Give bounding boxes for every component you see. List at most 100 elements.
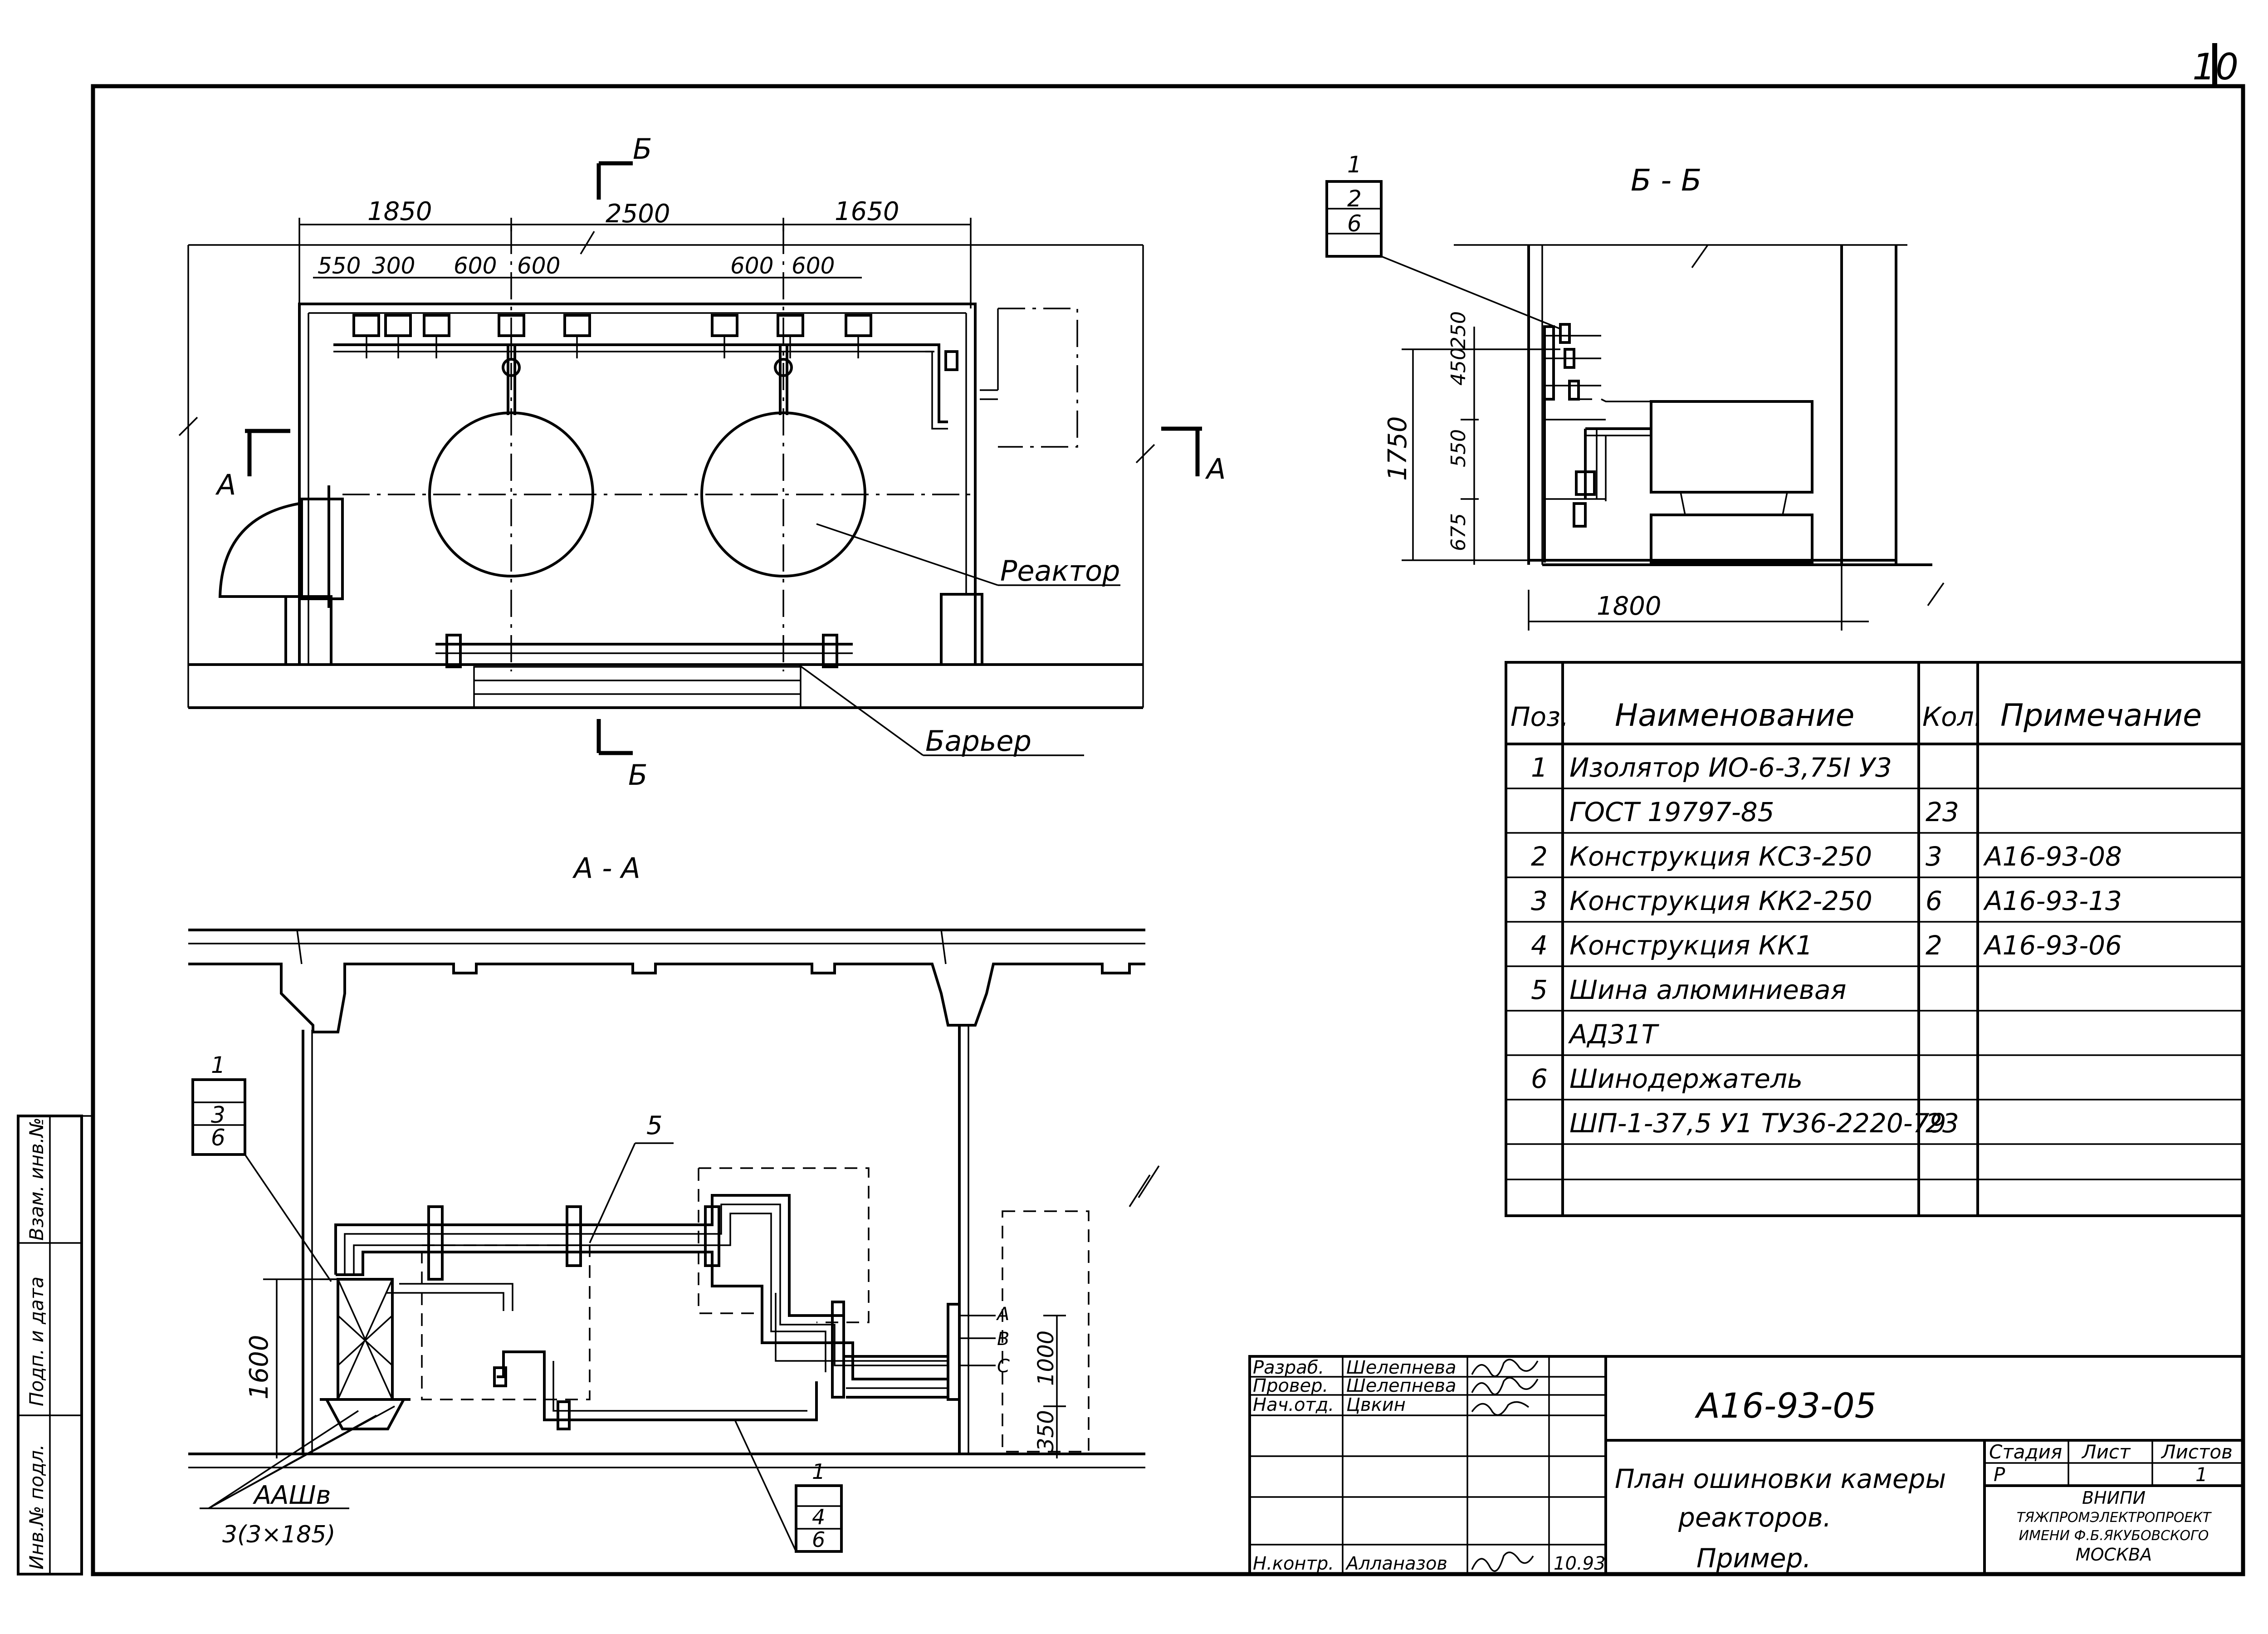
org-line-2: ТЯЖПРОМЭЛЕКТРОПРОЕКТ	[2017, 1510, 2212, 1526]
title-role-name: Алланазов	[1345, 1553, 1447, 1574]
title-role-date: 10.93	[1554, 1553, 1606, 1574]
title-block: Разраб.ШелепневаПровер.ШелепневаНач.отд.…	[1248, 1355, 2244, 1575]
aa-dim-1600: 1600	[244, 1335, 274, 1399]
stage-value: Р	[1994, 1463, 2005, 1486]
section-aa: А - А	[188, 851, 1160, 1553]
spec-cell-qty: 6	[1926, 885, 1942, 916]
spec-cell-pos: 6	[1531, 1063, 1548, 1094]
section-bb-title: Б - Б	[1631, 163, 1701, 198]
spec-cell-note: А16-93-06	[1983, 930, 2122, 961]
spec-header-name: Наименование	[1615, 698, 1854, 734]
title-role: Н.контр.	[1253, 1553, 1334, 1574]
phase-c: С	[997, 1356, 1010, 1377]
section-mark-b-top: Б	[633, 132, 652, 166]
bb-dim-675: 675	[1447, 513, 1470, 551]
signature-3	[1471, 1401, 1530, 1416]
aa-label-5: 5	[646, 1111, 663, 1140]
signature-4	[1471, 1551, 1534, 1572]
cable-mark: ААШв	[253, 1481, 331, 1510]
aa-callout-6: 6	[211, 1125, 225, 1151]
aa-dim-1000: 1000	[1033, 1331, 1059, 1386]
aa-callout-3: 3	[211, 1102, 225, 1128]
bb-dim-1750: 1750	[1383, 416, 1413, 481]
title-desc-1: План ошиновки камеры	[1615, 1463, 1946, 1494]
title-roles: Разраб.ШелепневаПровер.ШелепневаНач.отд.…	[1253, 1357, 1606, 1574]
spec-cell-pos: 1	[1531, 752, 1548, 783]
stamp-vzam-inv: Взам. инв.№	[25, 1117, 48, 1241]
spec-cell-name: Конструкция КС3-250	[1569, 841, 1872, 872]
section-aa-title: А - А	[572, 851, 640, 885]
spec-cell-name: ГОСТ 19797-85	[1569, 797, 1774, 827]
title-role: Нач.отд.	[1253, 1394, 1334, 1415]
sheets-header: Листов	[2160, 1441, 2233, 1463]
aa-callout-bottom-1: 1	[812, 1459, 825, 1484]
bb-dim-250: 250	[1447, 311, 1470, 349]
spec-cell-note: А16-93-13	[1983, 885, 2122, 916]
spec-header-qty: Кол.	[1922, 701, 1982, 732]
busbars	[334, 1194, 948, 1421]
dim-300: 300	[372, 253, 415, 279]
stage-header: Стадия	[1989, 1441, 2062, 1463]
sheet-frame	[91, 43, 2245, 1576]
bb-dim-1800: 1800	[1597, 592, 1662, 621]
label-barrier: Барьер	[925, 724, 1031, 758]
spec-cell-note: А16-93-08	[1983, 841, 2122, 872]
org-line-4: МОСКВА	[2076, 1545, 2152, 1565]
phase-b: В	[997, 1329, 1009, 1350]
aa-callout-bottom-4: 4	[812, 1505, 825, 1529]
spec-cell-pos: 4	[1531, 930, 1548, 961]
aa-callout-1: 1	[211, 1052, 225, 1078]
sheets-value: 1	[2195, 1463, 2208, 1486]
dim-600-b: 600	[517, 253, 560, 279]
section-mark-b-bottom: Б	[628, 758, 648, 792]
dim-600-c: 600	[730, 253, 773, 279]
side-stamp: Инв.№ подл. Подп. и дата Взам. инв.№	[17, 1115, 93, 1575]
dim-1650: 1650	[835, 197, 899, 226]
view-mark-a-right: А	[1205, 452, 1226, 485]
title-role-name: Цвкин	[1346, 1394, 1406, 1415]
bb-callout-1: 1	[1347, 152, 1362, 178]
spec-cell-pos: 3	[1531, 885, 1548, 916]
spec-cell-qty: 23	[1926, 797, 1959, 827]
section-bb: Б - Б 1 2 6	[1325, 152, 1945, 631]
dim-600-d: 600	[792, 253, 835, 279]
dim-1850: 1850	[367, 197, 432, 226]
spec-cell-name: Конструкция КК2-250	[1569, 885, 1872, 916]
view-mark-a-left: А	[215, 468, 236, 501]
spec-cell-pos: 2	[1531, 841, 1548, 872]
spec-cell-name: АД31Т	[1568, 1019, 1660, 1050]
org-line-1: ВНИПИ	[2082, 1488, 2146, 1508]
spec-cell-pos: 5	[1531, 974, 1548, 1005]
bb-callout-2: 2	[1347, 186, 1362, 212]
phase-a: А	[996, 1304, 1009, 1325]
spec-cell-qty: 2	[1926, 930, 1942, 961]
title-desc-2: реакторов.	[1678, 1502, 1831, 1533]
spec-cell-qty: 23	[1926, 1108, 1959, 1139]
cable-size: 3(3×185)	[222, 1521, 336, 1548]
spec-header-pos: Поз.	[1510, 701, 1569, 732]
title-code: А16-93-05	[1694, 1385, 1877, 1426]
signature-1	[1471, 1359, 1539, 1377]
stamp-podp-data: Подп. и дата	[25, 1277, 48, 1406]
dim-600-a: 600	[454, 253, 497, 279]
bb-dim-450: 450	[1447, 347, 1470, 386]
dim-550: 550	[318, 253, 361, 279]
bb-callout-6: 6	[1347, 210, 1362, 237]
spec-cell-name: Шина алюминиевая	[1569, 974, 1846, 1005]
spec-row-lines	[1506, 788, 2243, 1180]
spec-cell-name: ШП-1-37,5 У1 ТУ36-2220-79	[1569, 1108, 1946, 1139]
dim-2500: 2500	[606, 199, 670, 229]
aa-dim-350: 350	[1033, 1410, 1059, 1452]
plan-view: Реактор Барьер Б Б А А 1850 2500 1650 55…	[178, 132, 1226, 792]
title-role-name: Шелепнева	[1346, 1375, 1457, 1396]
signature-2	[1471, 1377, 1539, 1395]
spec-cell-name: Конструкция КК1	[1569, 930, 1813, 961]
aa-callout-bottom-6: 6	[812, 1527, 825, 1552]
title-role: Разраб.	[1253, 1357, 1324, 1378]
spec-header-note: Примечание	[2000, 698, 2202, 734]
sheet-number: 10	[2192, 46, 2239, 88]
stamp-inv-podl: Инв.№ подл.	[25, 1444, 48, 1570]
label-reactor: Реактор	[1000, 554, 1120, 587]
